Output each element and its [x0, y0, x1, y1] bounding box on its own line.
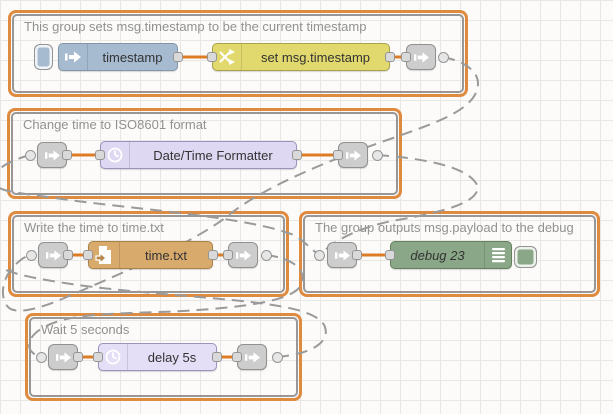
link-in-icon: [44, 149, 60, 161]
clock-icon: [101, 142, 130, 168]
output-port[interactable]: [208, 250, 218, 260]
input-port[interactable]: [385, 250, 395, 260]
input-port[interactable]: [333, 150, 343, 160]
link-in-icon: [334, 249, 350, 261]
link-in-icon: [45, 249, 61, 261]
input-port[interactable]: [95, 150, 105, 160]
link-in-port[interactable]: [36, 352, 47, 363]
link-out-icon: [244, 351, 260, 363]
group-label: Write the time to time.txt: [24, 220, 164, 235]
output-port[interactable]: [352, 250, 362, 260]
file-write-icon: [89, 242, 120, 268]
debug-lines-icon: [484, 242, 511, 268]
output-port[interactable]: [212, 352, 222, 362]
output-port[interactable]: [173, 52, 183, 62]
input-port[interactable]: [223, 250, 233, 260]
debug-toggle-button[interactable]: [514, 246, 537, 268]
link-out-port[interactable]: [272, 352, 283, 363]
output-port[interactable]: [292, 150, 302, 160]
input-port[interactable]: [401, 52, 411, 62]
shuffle-icon: [213, 44, 242, 70]
inject-arrow-icon: [59, 44, 88, 70]
output-port[interactable]: [62, 150, 72, 160]
file-node[interactable]: time.txt: [88, 241, 213, 269]
group-label: This group sets msg.timestamp to be the …: [24, 19, 367, 34]
link-in-port[interactable]: [25, 150, 36, 161]
inject-button[interactable]: [34, 44, 53, 70]
node-label: debug 23: [410, 247, 465, 263]
link-out-port[interactable]: [261, 250, 272, 261]
inject-node[interactable]: timestamp: [58, 43, 178, 71]
output-port[interactable]: [385, 52, 395, 62]
datetime-formatter-node[interactable]: Date/Time Formatter: [100, 141, 297, 169]
output-port[interactable]: [63, 250, 73, 260]
input-port[interactable]: [93, 352, 103, 362]
clock-icon: [99, 344, 128, 370]
link-in-icon: [55, 351, 71, 363]
link-in-port[interactable]: [26, 250, 37, 261]
output-port[interactable]: [73, 352, 83, 362]
change-node[interactable]: set msg.timestamp: [212, 43, 390, 71]
input-port[interactable]: [83, 250, 93, 260]
link-out-port[interactable]: [438, 52, 449, 63]
link-out-icon: [413, 51, 429, 63]
group-label: The group outputs msg.payload to the deb…: [315, 220, 574, 235]
node-label: time.txt: [145, 247, 187, 263]
input-port[interactable]: [207, 52, 217, 62]
node-label: set msg.timestamp: [260, 49, 371, 65]
delay-node[interactable]: delay 5s: [98, 343, 217, 371]
input-port[interactable]: [232, 352, 242, 362]
group-label: Change time to ISO8601 format: [23, 117, 207, 132]
debug-node[interactable]: debug 23: [390, 241, 512, 269]
link-out-icon: [235, 249, 251, 261]
link-out-icon: [345, 149, 361, 161]
node-label: delay 5s: [147, 349, 197, 365]
group-label: Wait 5 seconds: [41, 322, 130, 337]
node-label: timestamp: [102, 49, 163, 65]
link-out-port[interactable]: [372, 150, 383, 161]
node-label: Date/Time Formatter: [153, 147, 273, 163]
link-in-port[interactable]: [314, 250, 325, 261]
